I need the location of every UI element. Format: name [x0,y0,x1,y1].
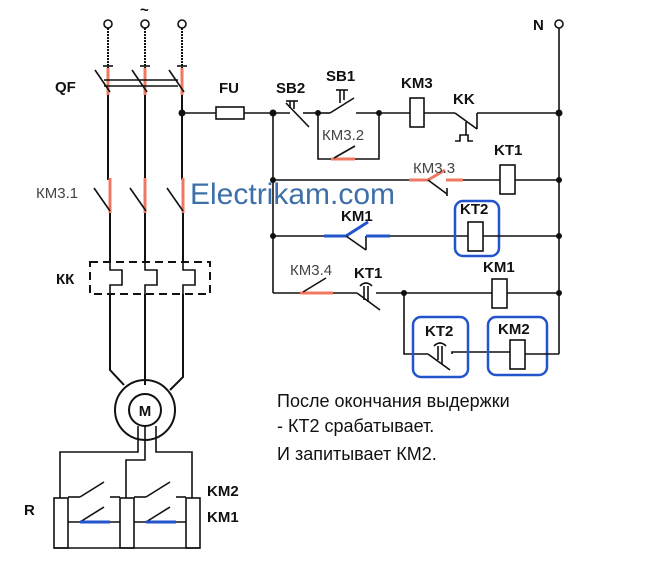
phase-lines-mid [107,95,183,180]
label-motor: M [139,403,152,420]
label-km2-power: KM2 [207,483,239,500]
label-km1-power: KM1 [207,509,239,526]
label-km2-coil: KM2 [498,321,530,338]
ac-symbol: ~ [140,2,149,19]
motor-feed-lines [109,294,184,391]
label-kt2-contact: KT2 [425,323,453,340]
phase-lines-lower [109,213,184,262]
label-fu: FU [219,80,239,97]
control-feed: FU [178,80,277,120]
row-km3: SB2 SB1 КМ3.2 KM3 KK [273,68,563,161]
label-kk-power: КК [56,271,75,288]
label-km3-4: КМ3.4 [290,262,332,279]
label-resistor: R [24,502,35,519]
label-kt1-coil: KT1 [494,142,522,159]
watermark: Electrikam.com [190,178,395,211]
row-kt2: KM1 KT2 [270,199,562,258]
label-kt1-contact: KT1 [354,265,382,282]
highlight-kt2-coil [453,199,501,258]
rotor-resistor-bank: R KM2 KM1 [24,426,239,549]
row-km1: КМ3.4 KT1 KM1 [273,259,562,311]
phase-lines [107,28,183,70]
label-sb2: SB2 [276,80,305,97]
label-km1-contact: KM1 [341,208,373,225]
supply-terminals: ~ [103,2,187,29]
note-line-3: И запитывает КМ2. [277,444,437,464]
highlight-km2-coil [486,315,549,377]
note-line-1: После окончания выдержки [277,391,510,411]
label-neutral: N [533,17,544,34]
label-qf: QF [55,79,76,96]
breaker-qf: QF [55,65,187,96]
thermal-relay-kk: КК [56,261,211,295]
note-line-2: - КТ2 срабатывает. [277,416,434,436]
explanation-note: После окончания выдержки - КТ2 срабатыва… [277,391,510,464]
label-km1-coil: KM1 [483,259,515,276]
label-km3-coil: KM3 [401,75,433,92]
label-sb1: SB1 [326,68,355,85]
label-km3-1: КМ3.1 [36,185,78,202]
row-kt1: КМ3.3 KT1 [270,142,562,196]
row-km2: KT2 KM2 [403,293,560,379]
highlight-kt2-contact [411,315,470,379]
label-km3-3: КМ3.3 [413,160,455,177]
label-km3-2: КМ3.2 [322,127,364,144]
label-kt2-coil: KT2 [460,201,488,218]
contactor-km3-1: КМ3.1 [36,178,185,213]
neutral-bus: N [533,17,564,293]
label-kk-control: KK [453,91,475,108]
